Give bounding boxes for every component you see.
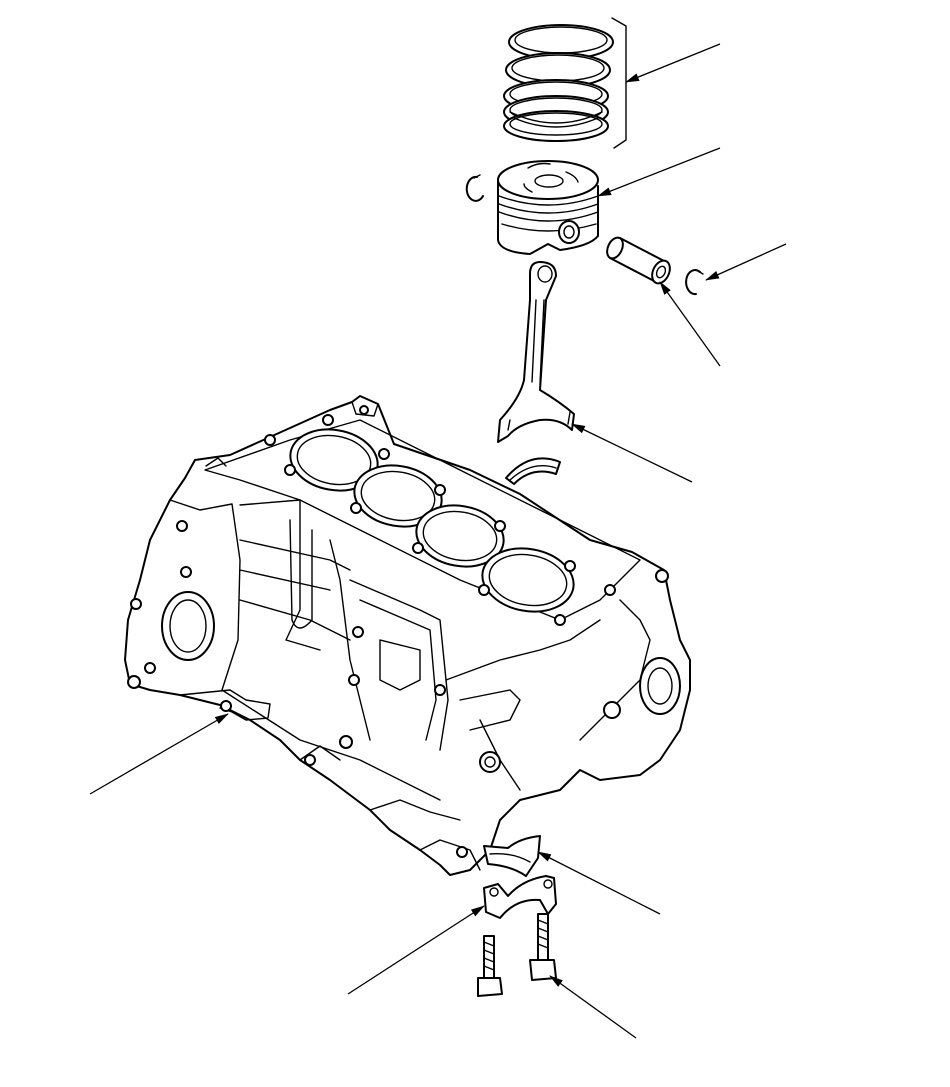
piston-icon <box>497 160 599 255</box>
callout-leaders <box>89 43 787 1039</box>
bolt-icon <box>477 935 503 997</box>
engine-block-icon <box>124 395 691 876</box>
callout-main-bearing <box>537 851 661 915</box>
bearing-shell-icon <box>505 457 561 485</box>
callout-piston <box>597 147 721 197</box>
callout-connecting-rod <box>571 423 693 483</box>
snap-ring-icon <box>685 269 704 296</box>
piston-rings-icon <box>503 17 627 149</box>
pin-icon <box>606 236 671 285</box>
callout-piston-pin <box>659 281 721 367</box>
callout-piston-pin-clip <box>705 243 787 281</box>
snap-ring-icon <box>465 174 484 202</box>
bearing-cap-icon <box>483 875 557 919</box>
callout-cylinder-block <box>89 713 229 795</box>
connecting-rod-icon <box>497 261 575 443</box>
bolt-icon <box>529 913 557 981</box>
callout-cap-bolt <box>549 975 637 1039</box>
callout-piston-ring-set <box>625 43 721 83</box>
callout-bearing-cap <box>347 905 485 995</box>
